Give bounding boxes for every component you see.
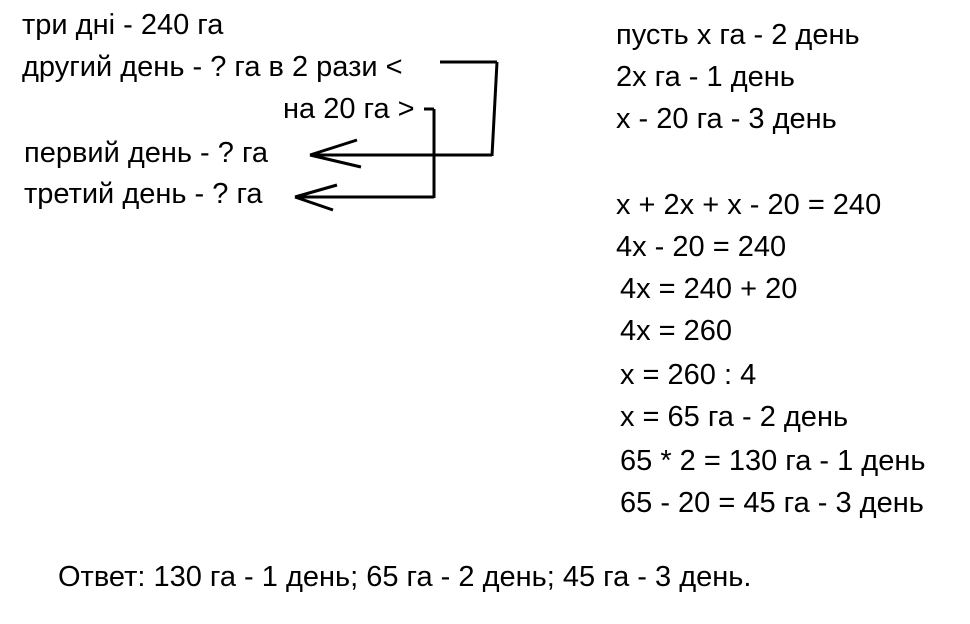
- arrow-to-third-day: [294, 107, 436, 212]
- solution-line: 4х - 20 = 240: [616, 231, 787, 263]
- solution-line: х = 260 : 4: [620, 359, 757, 391]
- solution-line: х + 2х + х - 20 = 240: [616, 189, 882, 221]
- solution-line: 65 * 2 = 130 га - 1 день: [620, 445, 926, 477]
- arrow-to-first-day: [309, 60, 499, 169]
- answer: Ответ: 130 га - 1 день; 65 га - 2 день; …: [58, 561, 752, 593]
- given-second-day-diff: на 20 га >: [283, 93, 415, 125]
- given-second-day: другий день - ? га в 2 рази <: [22, 51, 403, 83]
- solution-line: 4х = 240 + 20: [620, 273, 798, 305]
- solution-line: 65 - 20 = 45 га - 3 день: [620, 487, 924, 519]
- given-total: три дні - 240 га: [22, 9, 224, 41]
- solution-line: х - 20 га - 3 день: [616, 103, 837, 135]
- solution-line: х = 65 га - 2 день: [620, 401, 849, 433]
- solution-line: пусть х га - 2 день: [616, 19, 860, 51]
- given-first-day: первий день - ? га: [24, 137, 269, 169]
- solution-line: 2х га - 1 день: [616, 61, 795, 93]
- solution-line: 4х = 260: [620, 315, 733, 347]
- given-third-day: третий день - ? га: [24, 178, 263, 210]
